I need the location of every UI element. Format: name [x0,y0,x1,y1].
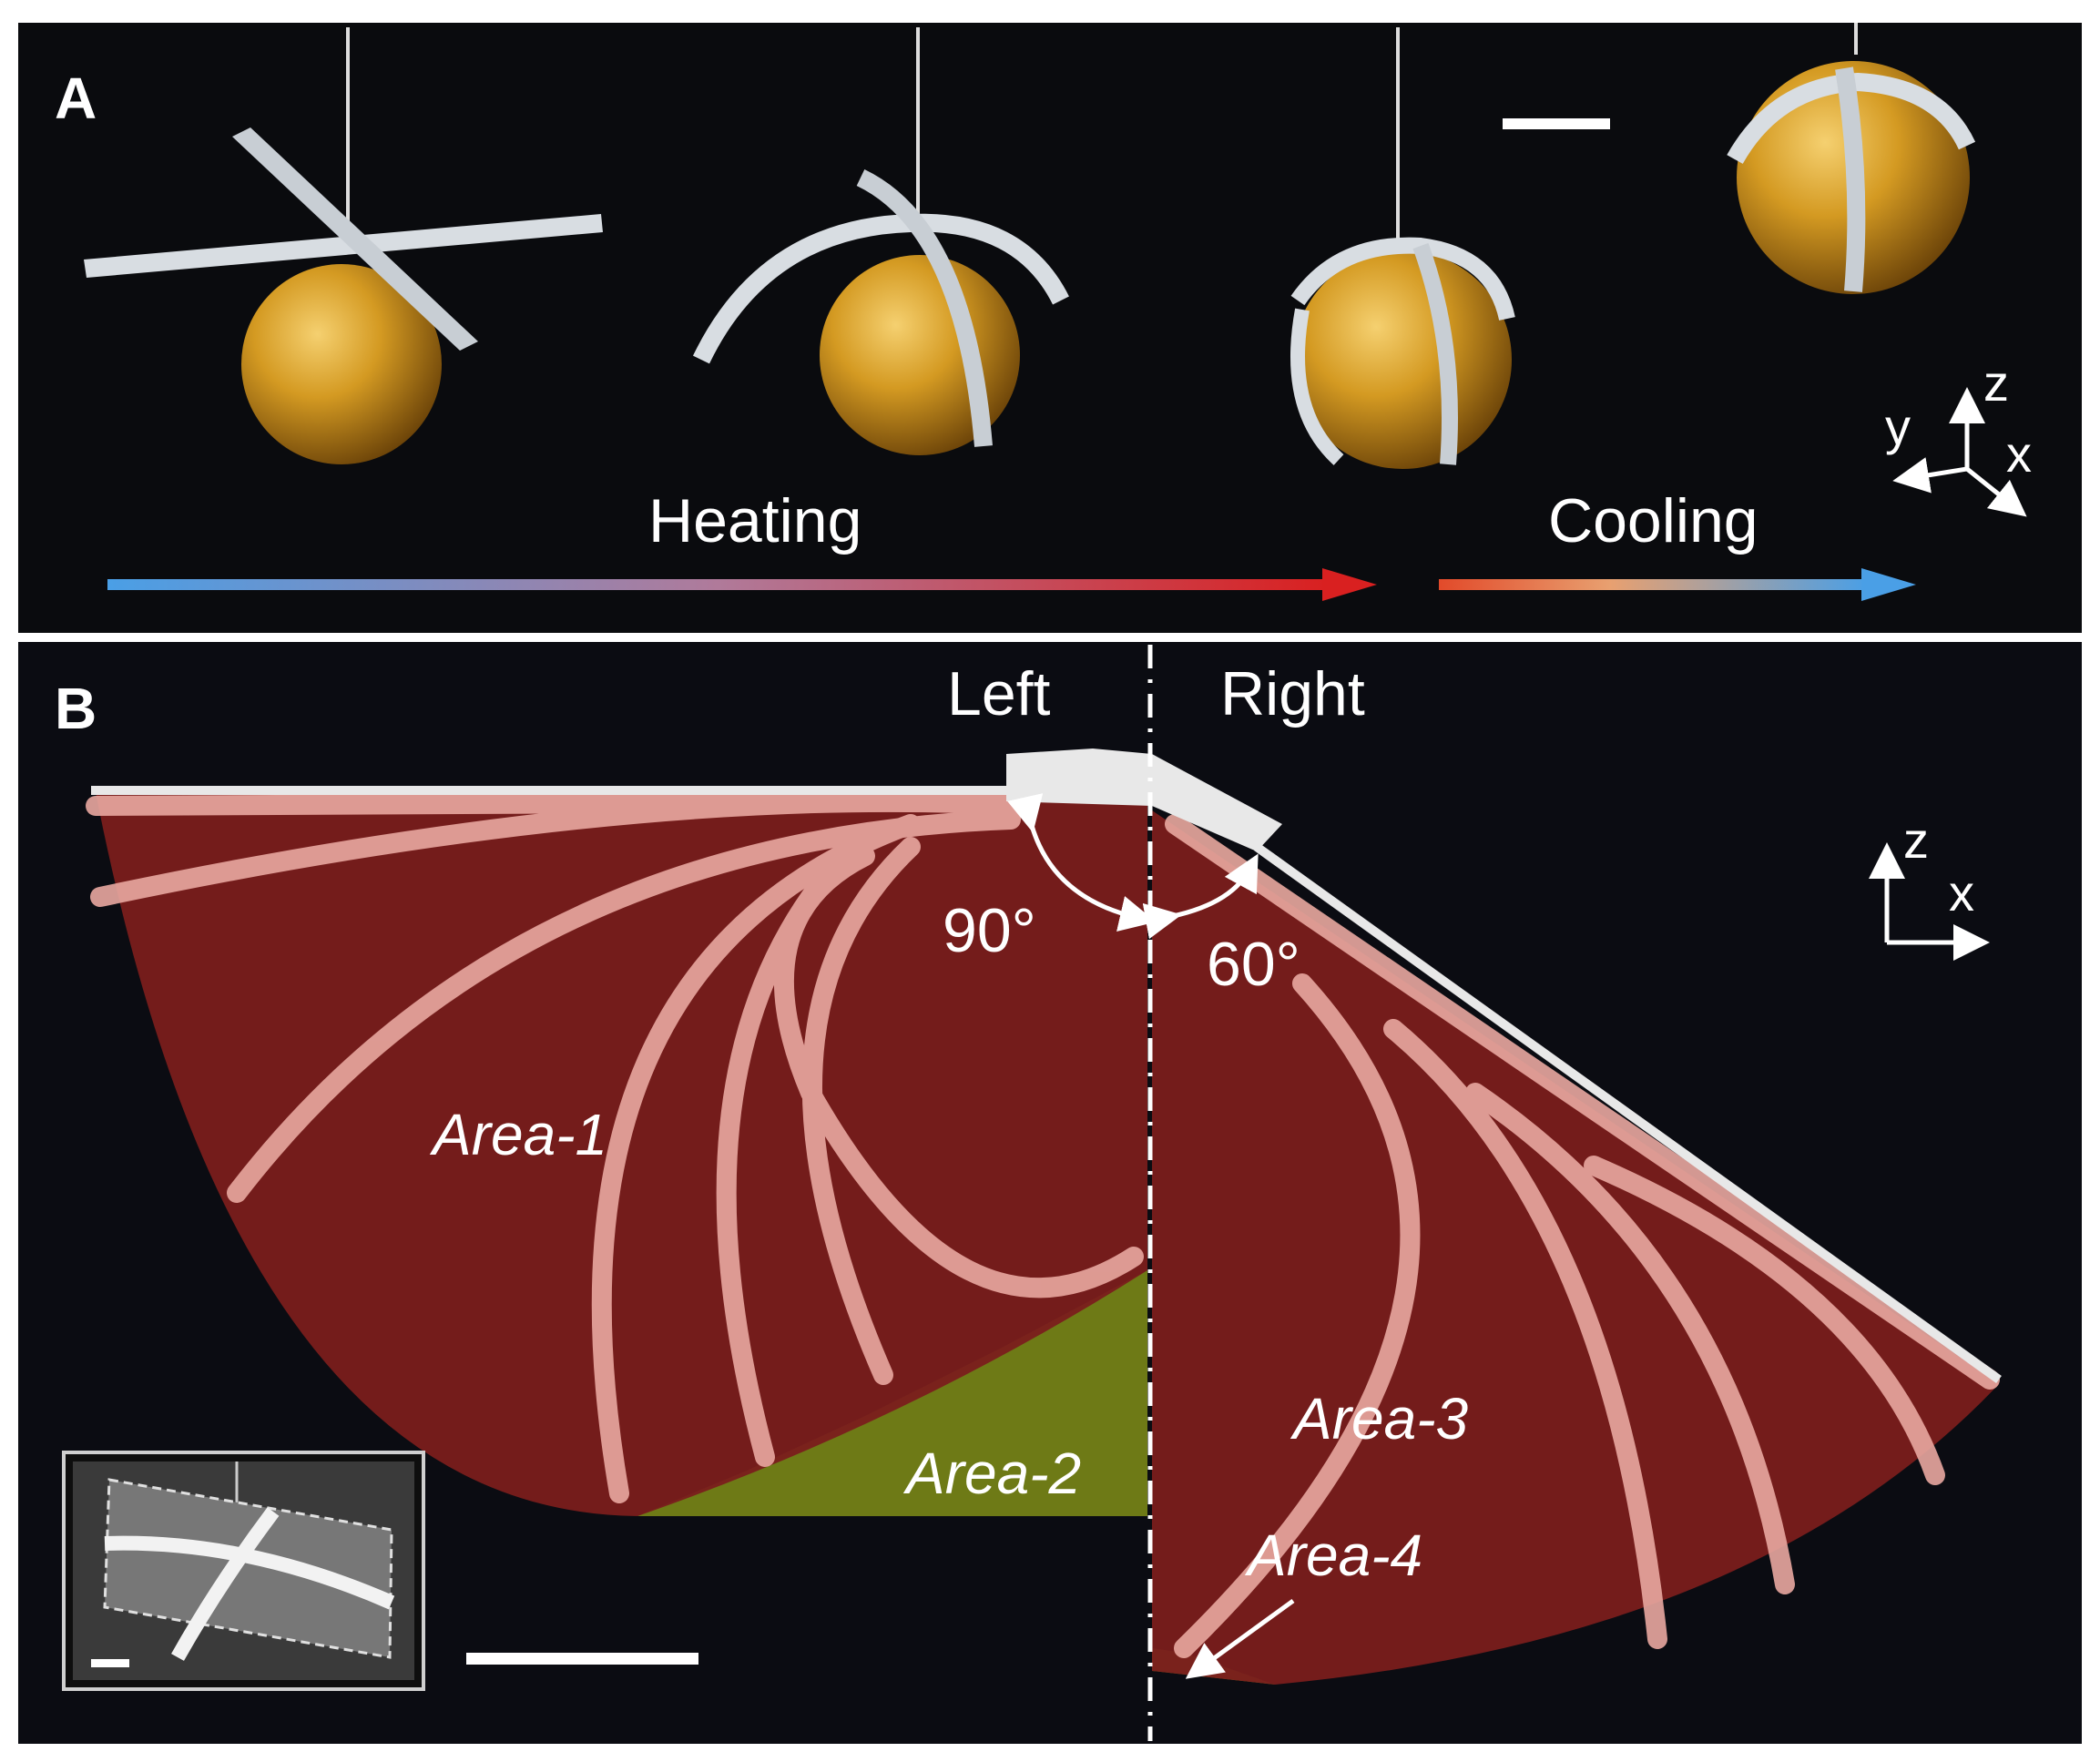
scale-bar [1503,118,1610,129]
left-strips [86,791,1144,1503]
strip [84,214,603,278]
axis-label-y: y [1885,398,1911,455]
panel-a: A [18,23,2082,633]
right-strips [1165,814,2000,1658]
left-label: Left [947,659,1051,728]
panel-a-letter: A [55,66,97,131]
scale-bar [466,1653,698,1665]
inset-initial-state [62,1451,425,1691]
y-axis-arrow [1892,457,1968,494]
axis-label-x: x [1949,864,1974,922]
area-4-label: Area-4 [1244,1523,1422,1588]
area-4-pointer-arrow [1185,1598,1295,1679]
area-3-label: Area-3 [1290,1386,1469,1451]
heating-label: Heating [648,486,861,555]
area-3-region [1152,810,1999,1685]
angle-left-label: 90° [943,896,1036,965]
angle-right-label: 60° [1207,930,1300,999]
stage-1-flat-cross [84,27,603,464]
area-2-region [637,1270,1147,1516]
cooling-label: Cooling [1548,486,1758,555]
panel-b-letter: B [55,676,97,741]
axis-label-x: x [2006,425,2032,483]
stage-4-cooled [1727,23,1976,294]
strip [232,127,478,351]
strip [692,213,1069,364]
panel-b: B Left Righ [18,642,2082,1744]
angle-arc-60 [1142,853,1259,940]
axes-zx [1869,842,1990,961]
axis-label-z: z [1903,811,1929,869]
x-axis-arrow [1965,467,2027,517]
axes-xyz [1892,387,2027,517]
sphere [820,255,1020,455]
sphere [241,264,442,464]
axis-label-z: z [1983,354,2009,412]
strip [856,168,993,447]
stage-3-wrapped [1290,27,1515,469]
strip [1835,66,1866,292]
stage-2-bending [692,27,1069,455]
strip [1412,242,1458,465]
angle-arc-90 [1007,793,1157,932]
right-label: Right [1220,659,1365,728]
strip [1727,72,1976,165]
strip [1290,237,1515,321]
strip [1290,308,1344,465]
heating-arrow [107,568,1377,601]
area-2-label: Area-2 [902,1441,1081,1506]
area-1-label: Area-1 [429,1102,607,1167]
top-beam-right [1254,842,2002,1384]
cooling-arrow [1439,568,1916,601]
